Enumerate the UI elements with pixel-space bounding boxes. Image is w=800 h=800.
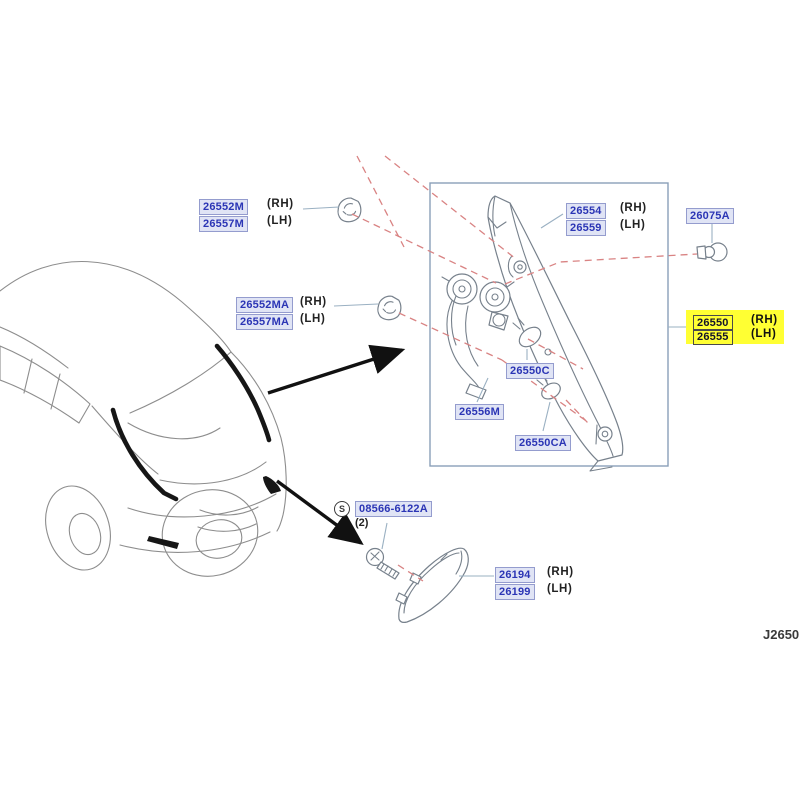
grommet-icon — [696, 242, 728, 262]
arrow-to-detail-box — [267, 344, 406, 395]
side-label: (RH) — [547, 566, 574, 578]
part-link-26194[interactable]: 26194 — [495, 567, 535, 583]
car-bumper-slot — [147, 536, 179, 549]
side-label: (LH) — [300, 313, 326, 325]
quantity-label: (2) — [355, 517, 369, 529]
arrow-to-side-marker — [275, 479, 364, 546]
detail-box-frame — [429, 182, 669, 467]
part-link-26199[interactable]: 26199 — [495, 584, 535, 600]
screw-icon — [365, 547, 400, 580]
part-link-26552MA[interactable]: 26552MA — [236, 297, 294, 313]
bulb-26550CA-drawing — [536, 374, 561, 400]
label-grommet: 26075A — [686, 206, 734, 224]
side-label: (LH) — [620, 219, 646, 231]
car-tail-lamp-left — [110, 407, 179, 502]
side-label: (LH) — [267, 215, 293, 227]
side-label: (RH) — [267, 198, 294, 210]
side-label: (RH) — [300, 296, 327, 308]
car-wheels — [45, 485, 259, 577]
callout-arrows — [267, 344, 406, 546]
part-link-26550[interactable]: 26550 — [693, 315, 733, 331]
diagram-code-watermark: J2650 — [763, 627, 800, 642]
bulb-26550C-drawing — [512, 317, 542, 348]
car-bumper-marker — [263, 476, 281, 494]
side-label: (LH) — [751, 328, 777, 340]
part-link-26552M[interactable]: 26552M — [199, 199, 248, 215]
leader-lines — [302, 206, 713, 577]
part-link-26557MA[interactable]: 26557MA — [236, 314, 294, 330]
part-link-26075A[interactable]: 26075A — [686, 208, 734, 224]
car-tail-lamp-right — [214, 343, 272, 443]
label-group-side-marker: 26194 (RH) 26199 (LH) — [495, 565, 574, 600]
label-group-clip-lower: 26552MA (RH) 26557MA (LH) — [236, 295, 327, 330]
bulb-harness-drawing — [441, 273, 515, 400]
clip-icon-lower — [375, 293, 404, 323]
side-label: (RH) — [620, 202, 647, 214]
part-link-26557M[interactable]: 26557M — [199, 216, 248, 232]
label-bulb-small: 26550CA — [515, 433, 571, 451]
part-link-26550CA[interactable]: 26550CA — [515, 435, 571, 451]
side-label: (RH) — [751, 314, 778, 326]
label-group-screw: S 08566-6122A (2) — [334, 501, 432, 531]
part-link-26556M[interactable]: 26556M — [455, 404, 504, 420]
part-link-26554[interactable]: 26554 — [566, 203, 606, 219]
tail-lamp-body-drawing — [487, 195, 624, 472]
clip-icon-upper — [334, 195, 365, 225]
label-harness: 26556M — [455, 402, 504, 420]
alignment-dashed-lines — [351, 155, 698, 582]
part-link-26550C[interactable]: 26550C — [506, 363, 554, 379]
car-rear-drawing — [0, 260, 287, 577]
part-link-26559[interactable]: 26559 — [566, 220, 606, 236]
label-group-finisher: 26554 (RH) 26559 (LH) — [566, 201, 647, 236]
label-group-lamp-assy-highlighted: 26550 (RH) 26555 (LH) — [686, 310, 784, 345]
side-marker-lamp-drawing — [395, 547, 469, 623]
part-link-08566-6122A[interactable]: 08566-6122A — [355, 501, 432, 517]
label-group-clip-upper: 26552M (RH) 26557M (LH) — [199, 197, 294, 232]
standard-part-icon: S — [334, 501, 350, 517]
part-link-26555[interactable]: 26555 — [693, 329, 733, 345]
label-bulb: 26550C — [506, 361, 554, 379]
side-label: (LH) — [547, 583, 573, 595]
